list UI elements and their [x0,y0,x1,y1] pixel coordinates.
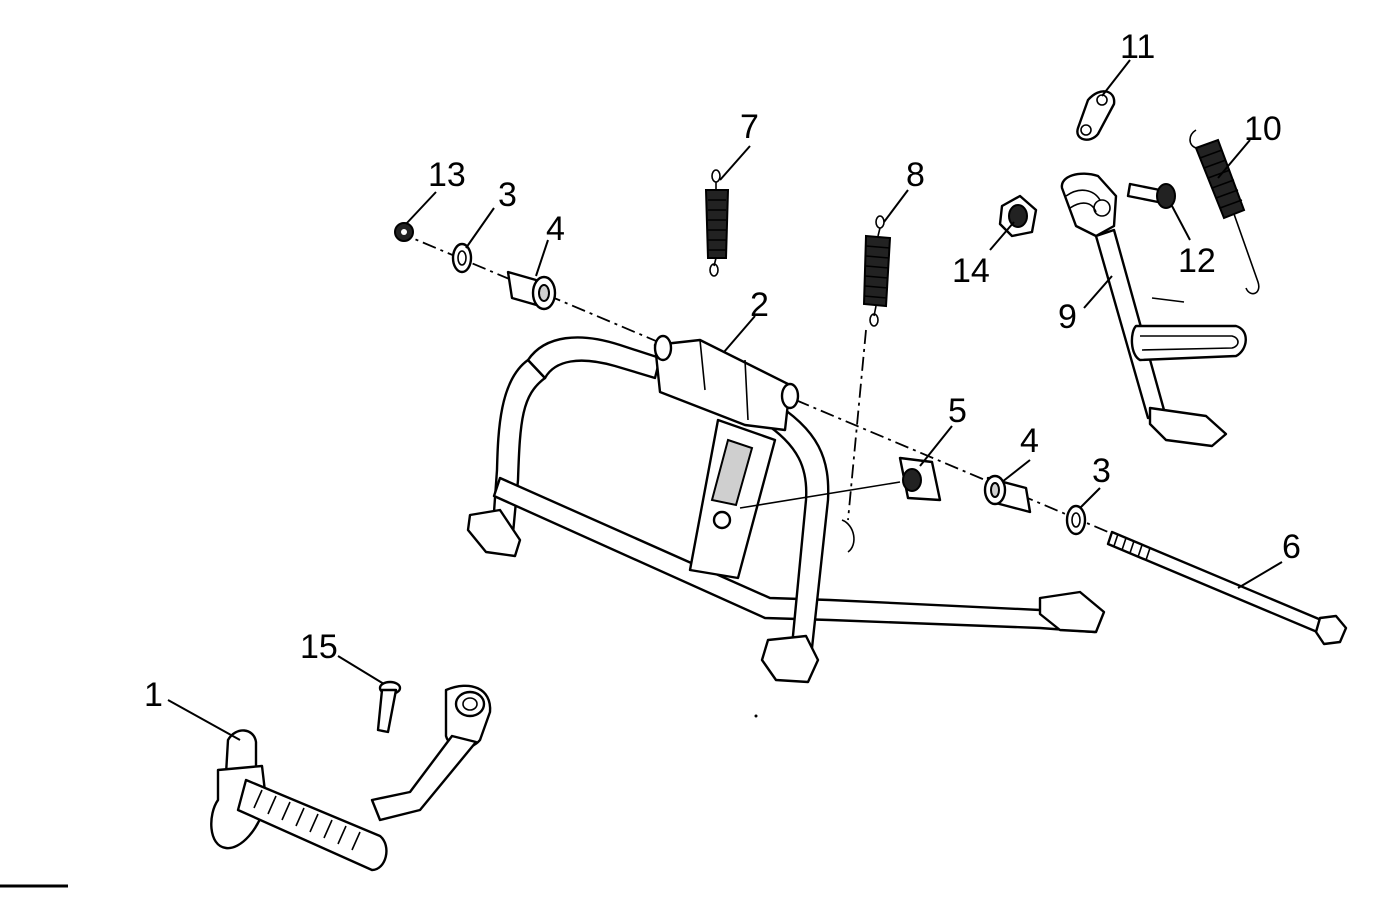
spring-part-8 [862,215,892,327]
callout-6: 6 [1282,528,1301,566]
callout-9: 9 [1058,298,1077,336]
main-stand-part-2 [466,334,1106,684]
bolt-part-6 [1106,530,1348,646]
spring-part-10 [1189,129,1260,295]
callout-7: 7 [740,108,759,146]
spring-8-axis-line [847,329,867,521]
bolt-part-15 [376,680,402,734]
washer-part-3-right [1065,504,1087,536]
callout-11: 11 [1120,28,1155,66]
stray-dot [754,714,758,718]
callout-13: 13 [428,156,466,194]
callout-2: 2 [750,286,769,324]
washer-part-3-left [451,242,473,274]
spring-part-7 [704,169,730,277]
nut-part-14 [998,194,1038,238]
callout-15: 15 [300,628,338,666]
callout-14: 14 [952,252,990,290]
side-stand-part-9 [1060,172,1247,448]
callout-3-left: 3 [498,176,517,214]
leader-lines [167,59,1283,741]
callout-12: 12 [1178,242,1216,280]
callout-5: 5 [948,392,967,430]
callout-10: 10 [1244,110,1282,148]
callout-1: 1 [144,676,163,714]
kick-lever-part-1 [210,684,492,872]
bushing-part-4-left [506,270,557,311]
nut-part-13 [394,222,414,242]
callout-8: 8 [906,156,925,194]
bushing-part-4-right [983,474,1032,514]
callout-3-right: 3 [1092,452,1111,490]
plate-part-11 [1076,90,1116,141]
callout-4-left: 4 [546,210,565,248]
stopper-part-5 [739,456,942,509]
callout-4-right: 4 [1020,422,1039,460]
bolt-part-12 [1126,182,1176,209]
